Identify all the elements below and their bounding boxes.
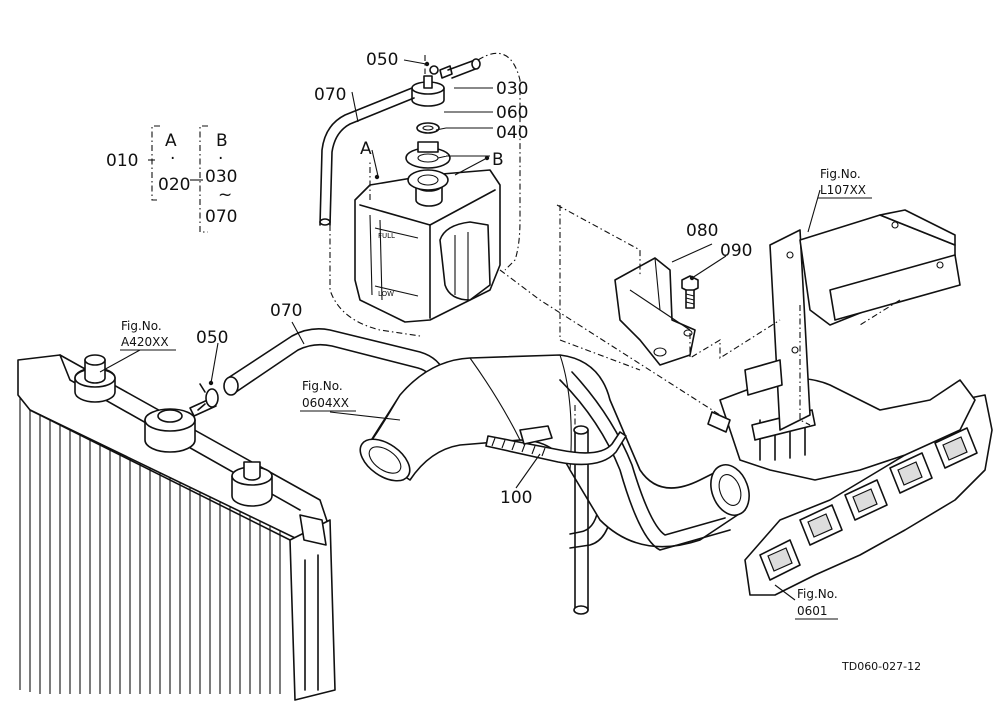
leader-dots	[208, 61, 695, 386]
radiator	[17, 354, 336, 701]
callout-100: 100	[500, 488, 532, 508]
drawing-code: TD060-027-12	[841, 660, 921, 673]
bolt-090	[681, 275, 699, 309]
callout-mark-b: B	[492, 150, 504, 170]
callout-070-top: 070	[314, 85, 346, 105]
fig-ref-bracket-number: L107XX	[820, 183, 866, 197]
fig-ref-intake-number: 0604XX	[302, 396, 349, 410]
reserve-tank: FULL LOW	[354, 169, 501, 323]
part-020-label: 020	[158, 175, 190, 195]
callout-050-left: 050	[196, 328, 228, 348]
tank-cap-parts	[405, 65, 453, 191]
fig-ref-intake-caption: Fig.No.	[302, 379, 343, 393]
tank-bracket-080	[614, 257, 696, 366]
callout-060: 060	[496, 103, 528, 123]
part-070-range-label: 070	[205, 207, 237, 227]
exhaust-manifold	[719, 377, 993, 596]
callout-090: 090	[720, 241, 752, 261]
callout-030: 030	[496, 79, 528, 99]
figure-references: Fig.No. A420XX Fig.No. 0604XX Fig.No. L1…	[120, 167, 872, 620]
tank-low-mark: LOW	[378, 290, 394, 298]
callout-050-top: 050	[366, 50, 398, 70]
callout-080: 080	[686, 221, 718, 241]
callout-040: 040	[496, 123, 528, 143]
hose-clamp-050-left	[197, 383, 219, 411]
hose-end	[707, 411, 731, 433]
fig-ref-manifold-caption: Fig.No.	[797, 587, 838, 601]
part-030-label: 030	[205, 167, 237, 187]
fig-ref-radiator-number: A420XX	[121, 335, 169, 349]
mounting-bracket	[744, 209, 961, 431]
group-b-title: B	[216, 131, 228, 151]
callout-mark-a: A	[360, 139, 372, 159]
part-group-bracket: 010 A · 020 B · 030 ~ 070	[106, 125, 237, 233]
top-hose-070	[319, 58, 481, 226]
fig-ref-manifold-number: 0601	[797, 604, 828, 618]
cable-tie-100	[485, 425, 627, 466]
part-010-label: 010	[106, 151, 138, 171]
callout-070-mid: 070	[270, 301, 302, 321]
fig-ref-bracket-caption: Fig.No.	[820, 167, 861, 181]
leader-lines	[99, 59, 821, 601]
air-intake-pipe	[359, 354, 750, 615]
tank-full-mark: FULL	[378, 232, 395, 240]
group-a-dot: ·	[170, 149, 175, 169]
callouts: 050 030 060 040 070 A B 080 090 070 050 …	[196, 50, 752, 508]
group-b-tilde: ~	[218, 185, 232, 205]
group-b-dot: ·	[218, 149, 223, 169]
group-a-title: A	[165, 131, 177, 151]
fig-ref-radiator-caption: Fig.No.	[121, 319, 162, 333]
